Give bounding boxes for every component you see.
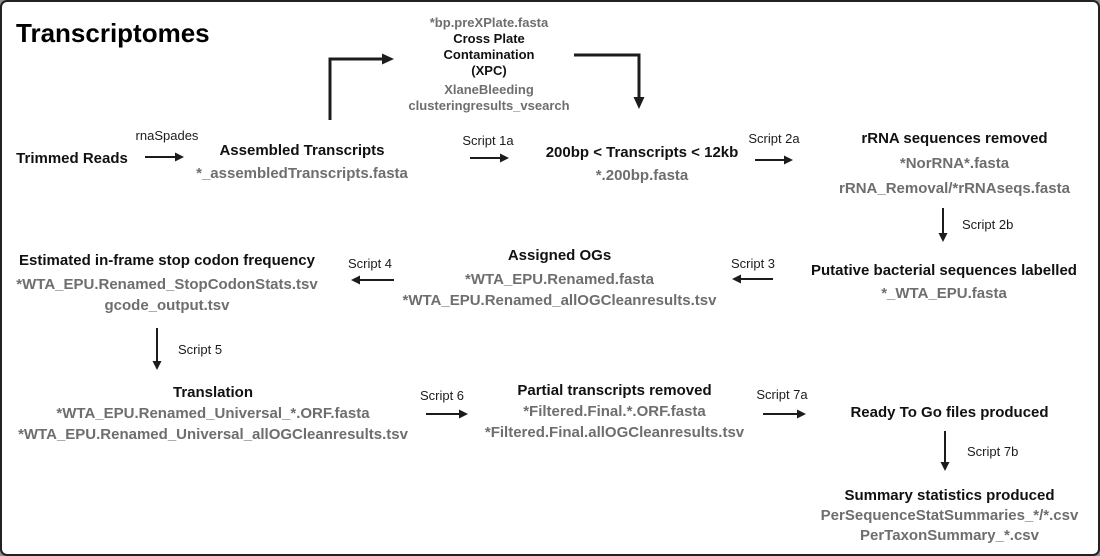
label-script-2a: Script 2a — [748, 131, 800, 146]
node-file: *WTA_EPU.Renamed.fasta — [465, 271, 654, 288]
node-title: Putative bacterial sequences labelled — [811, 262, 1077, 279]
node-file: *Filtered.Final.*.ORF.fasta — [523, 403, 706, 420]
node-title: Trimmed Reads — [16, 150, 128, 167]
label-script-4: Script 4 — [347, 256, 393, 271]
label-script-1a: Script 1a — [462, 133, 514, 148]
label-script-7a: Script 7a — [756, 387, 808, 402]
node-title: 200bp < Transcripts < 12kb — [545, 144, 739, 161]
node-file: *bp.preXPlate.fasta — [429, 15, 549, 30]
node-title: Assigned OGs — [507, 247, 612, 264]
node-summary-statistics: Summary statistics produced PerSequenceS… — [807, 486, 1092, 546]
node-bacterial-labelled: Putative bacterial sequences labelled *_… — [799, 259, 1089, 305]
label-script-5: Script 5 — [178, 342, 223, 357]
node-title-line: (XPC) — [471, 63, 507, 78]
node-file: *WTA_EPU.Renamed_Universal_*.ORF.fasta — [56, 405, 370, 422]
node-file: *.200bp.fasta — [595, 167, 689, 184]
node-title: Ready To Go files produced — [850, 404, 1049, 421]
node-file: clusteringresults_vsearch — [408, 98, 570, 113]
node-rrna-removed: rRNA sequences removed *NorRNA*.fasta rR… — [822, 126, 1087, 201]
node-file: *WTA_EPU.Renamed_allOGCleanresults.tsv — [402, 292, 717, 309]
node-file: PerSequenceStatSummaries_*/*.csv — [820, 507, 1079, 524]
node-size-filter: 200bp < Transcripts < 12kb *.200bp.fasta — [527, 141, 757, 187]
node-assembled-transcripts: Assembled Transcripts *_assembledTranscr… — [187, 139, 417, 185]
node-title: Summary statistics produced — [844, 487, 1055, 504]
label-rnaspades: rnaSpades — [135, 128, 199, 143]
node-file: *_assembledTranscripts.fasta — [196, 165, 408, 182]
arrow-assembled-to-xpc — [328, 53, 394, 120]
node-file: PerTaxonSummary_*.csv — [860, 527, 1039, 544]
node-title: rRNA sequences removed — [861, 130, 1048, 147]
node-file: *Filtered.Final.allOGCleanresults.tsv — [484, 424, 745, 441]
node-stop-codon-frequency: Estimated in-frame stop codon frequency … — [6, 250, 328, 316]
node-file: *WTA_EPU.Renamed_Universal_allOGCleanres… — [18, 426, 408, 443]
node-title-line: Contamination — [443, 47, 535, 62]
node-translation: Translation *WTA_EPU.Renamed_Universal_*… — [7, 382, 419, 445]
node-assigned-ogs: Assigned OGs *WTA_EPU.Renamed.fasta *WTA… — [387, 245, 732, 311]
node-ready-to-go: Ready To Go files produced — [842, 401, 1057, 424]
label-script-3: Script 3 — [730, 256, 776, 271]
label-script-2b: Script 2b — [962, 217, 1014, 232]
node-title: Estimated in-frame stop codon frequency — [19, 252, 315, 269]
node-title: Assembled Transcripts — [219, 142, 385, 159]
node-file: *_WTA_EPU.fasta — [881, 285, 1007, 302]
node-file: *NorRNA*.fasta — [899, 155, 1010, 172]
label-script-6: Script 6 — [419, 388, 465, 403]
page-title: Transcriptomes — [16, 18, 210, 48]
node-title: Translation — [172, 384, 254, 401]
node-title-line: Cross Plate — [453, 31, 525, 46]
node-trimmed-reads: Trimmed Reads — [2, 147, 142, 170]
node-file: rRNA_Removal/*rRNAseqs.fasta — [839, 180, 1070, 197]
node-file: *WTA_EPU.Renamed_StopCodonStats.tsv — [16, 276, 318, 293]
label-script-7b: Script 7b — [967, 444, 1019, 459]
node-file: gcode_output.tsv — [104, 297, 230, 314]
node-title: Partial transcripts removed — [517, 382, 712, 399]
node-partial-removed: Partial transcripts removed *Filtered.Fi… — [472, 380, 757, 443]
node-cross-plate-contamination: *bp.preXPlate.fasta Cross Plate Contamin… — [389, 15, 589, 114]
node-file: XlaneBleeding — [444, 82, 534, 97]
